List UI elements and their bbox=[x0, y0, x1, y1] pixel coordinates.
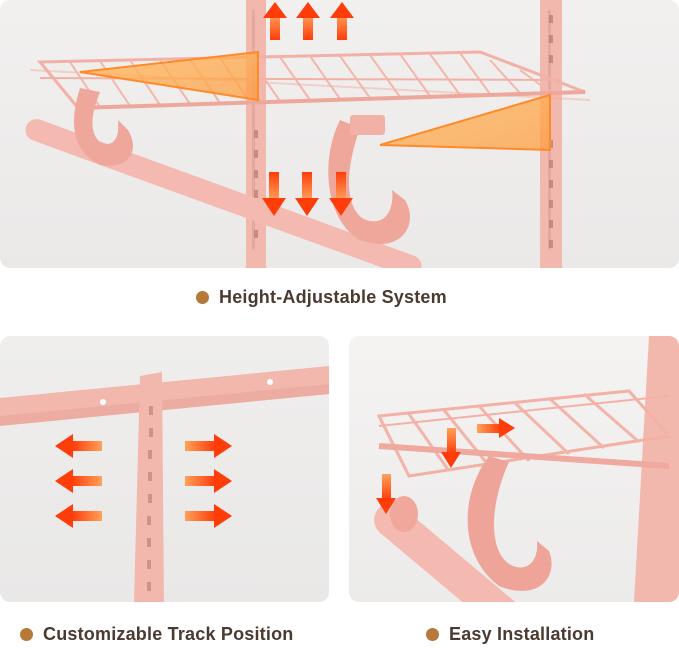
arrow-down-icon bbox=[262, 172, 286, 216]
rod-bracket bbox=[74, 88, 133, 166]
height-adjustable-photo bbox=[0, 0, 679, 268]
bullet-dot-icon bbox=[196, 291, 209, 304]
track-illustration bbox=[0, 366, 329, 602]
caption-text: Easy Installation bbox=[449, 624, 595, 644]
arrow-down-icon bbox=[329, 172, 353, 216]
shelf-illustration bbox=[25, 0, 591, 268]
arrow-down-icon bbox=[295, 172, 319, 216]
installation-illustration bbox=[374, 336, 679, 602]
arrow-right-icon bbox=[477, 418, 515, 438]
bullet-dot-icon bbox=[20, 628, 33, 641]
rod-bracket bbox=[328, 120, 410, 245]
arrow-down-icon bbox=[376, 474, 396, 514]
vertical-standard bbox=[634, 336, 679, 602]
bracket-highlight bbox=[379, 93, 551, 152]
installation-photo bbox=[349, 336, 679, 602]
arrow-up-icon bbox=[330, 2, 354, 40]
bracket-highlight bbox=[79, 50, 259, 102]
caption-height-adjustable: Height-Adjustable System bbox=[196, 287, 447, 308]
arrow-right-icon bbox=[185, 469, 232, 493]
track-position-photo bbox=[0, 336, 329, 602]
arrow-down-icon bbox=[441, 428, 461, 468]
rod-bracket bbox=[467, 456, 552, 591]
arrow-left-icon bbox=[55, 469, 102, 493]
arrow-up-icon bbox=[263, 2, 287, 40]
bullet-dot-icon bbox=[426, 628, 439, 641]
arrow-right-icon bbox=[185, 434, 232, 458]
arrow-left-icon bbox=[55, 434, 102, 458]
hanging-rod bbox=[374, 502, 559, 602]
arrow-up-icon bbox=[296, 2, 320, 40]
caption-track-position: Customizable Track Position bbox=[20, 624, 293, 645]
caption-easy-installation: Easy Installation bbox=[426, 624, 594, 645]
caption-text: Customizable Track Position bbox=[43, 624, 294, 644]
arrow-right-icon bbox=[185, 504, 232, 528]
vertical-standard bbox=[134, 372, 164, 602]
arrow-left-icon bbox=[55, 504, 102, 528]
caption-text: Height-Adjustable System bbox=[219, 287, 447, 307]
